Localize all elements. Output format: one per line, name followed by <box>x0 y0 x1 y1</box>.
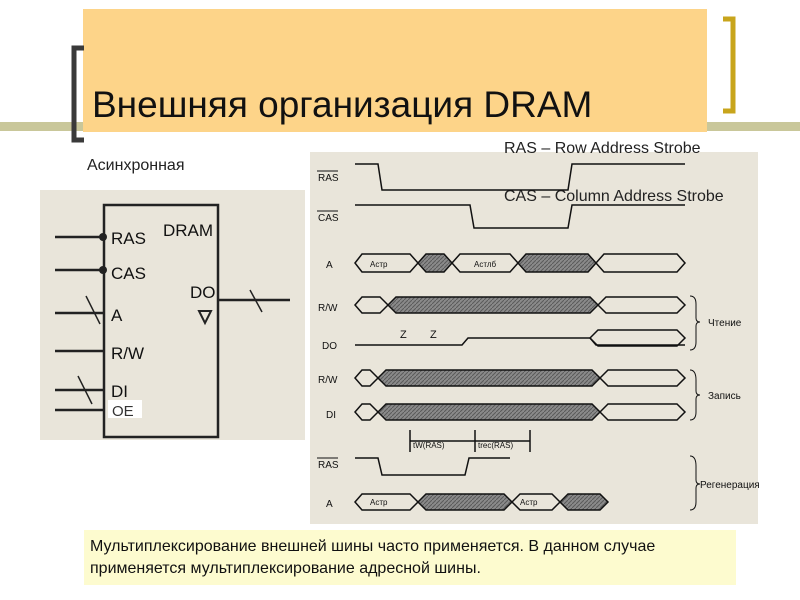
left-bracket <box>71 45 84 143</box>
addr-col-label: Aстлб <box>474 260 496 269</box>
brace-read <box>689 295 701 351</box>
brace-write <box>689 369 701 421</box>
t-w-ras-label: tW(RAS) <box>413 441 445 450</box>
sig-di: DI <box>326 410 336 421</box>
pin-cas: CAS <box>111 264 146 283</box>
z-label-2: Z <box>430 329 437 341</box>
chip-body <box>102 203 220 439</box>
tristate-triangle-icon <box>197 310 213 326</box>
addr-row-refresh-1: Aстр <box>370 498 388 507</box>
sig-rw-read: R/W <box>318 303 338 314</box>
ras-refresh-waveform <box>355 457 510 476</box>
pin-do: DO <box>190 283 216 302</box>
addr-row-refresh-2: Aстр <box>520 498 538 507</box>
sig-ras-refresh: RAS <box>318 460 339 471</box>
chip-scan-background <box>40 190 305 440</box>
sig-a-refresh: A <box>326 499 333 510</box>
pin-a: A <box>111 306 123 325</box>
slide-title: Внешняя организация DRAM <box>92 84 593 125</box>
ras-inversion-dot <box>99 233 107 241</box>
sig-cas: CAS <box>318 213 339 224</box>
right-bracket <box>723 16 736 114</box>
pin-oe: OE <box>112 403 134 420</box>
group-refresh: Регенерация <box>700 480 760 491</box>
sig-do: DO <box>322 341 337 352</box>
title-background <box>83 9 707 132</box>
group-write: Запись <box>708 391 741 402</box>
pin-di: DI <box>111 382 128 401</box>
pin-rw: R/W <box>111 344 144 363</box>
z-label-1: Z <box>400 329 407 341</box>
sig-a: A <box>326 260 333 271</box>
ras-definition: RAS – Row Address Strobe <box>504 140 701 157</box>
pin-ras: RAS <box>111 229 146 248</box>
cas-definition: CAS – Column Address Strobe <box>504 188 724 205</box>
dram-chip-diagram: DRAM RAS CAS A R/W DI OE DO <box>55 203 290 439</box>
cas-waveform <box>355 204 685 229</box>
do-waveform <box>355 337 685 346</box>
timing-diagram: RAS CAS A R/W DO R/W DI RAS A <box>317 163 760 511</box>
bottom-note-background <box>84 530 736 585</box>
brace-refresh <box>689 455 701 511</box>
oe-label-bg <box>108 400 142 418</box>
bottom-note: Мультиплексирование внешней шины часто п… <box>90 538 656 577</box>
t-rec-ras-label: trec(RAS) <box>478 441 513 450</box>
ras-waveform <box>355 163 685 191</box>
addr-row-label: Aстр <box>370 260 388 269</box>
cas-inversion-dot <box>99 266 107 274</box>
sig-ras: RAS <box>318 173 339 184</box>
subtitle-async: Асинхронная <box>87 157 185 174</box>
chip-name: DRAM <box>163 221 213 240</box>
group-read: Чтение <box>708 318 742 329</box>
sig-rw-write: R/W <box>318 375 338 386</box>
